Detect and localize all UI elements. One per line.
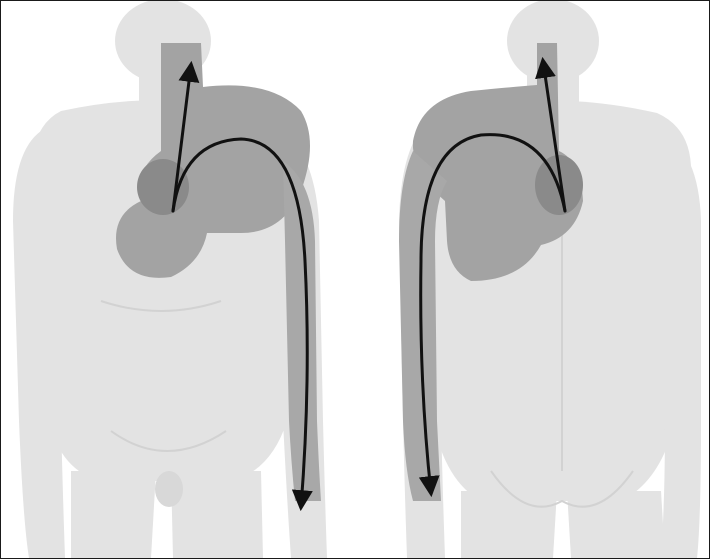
front-pain-focus [137, 159, 189, 215]
back-view [399, 1, 701, 558]
front-view [13, 1, 327, 558]
